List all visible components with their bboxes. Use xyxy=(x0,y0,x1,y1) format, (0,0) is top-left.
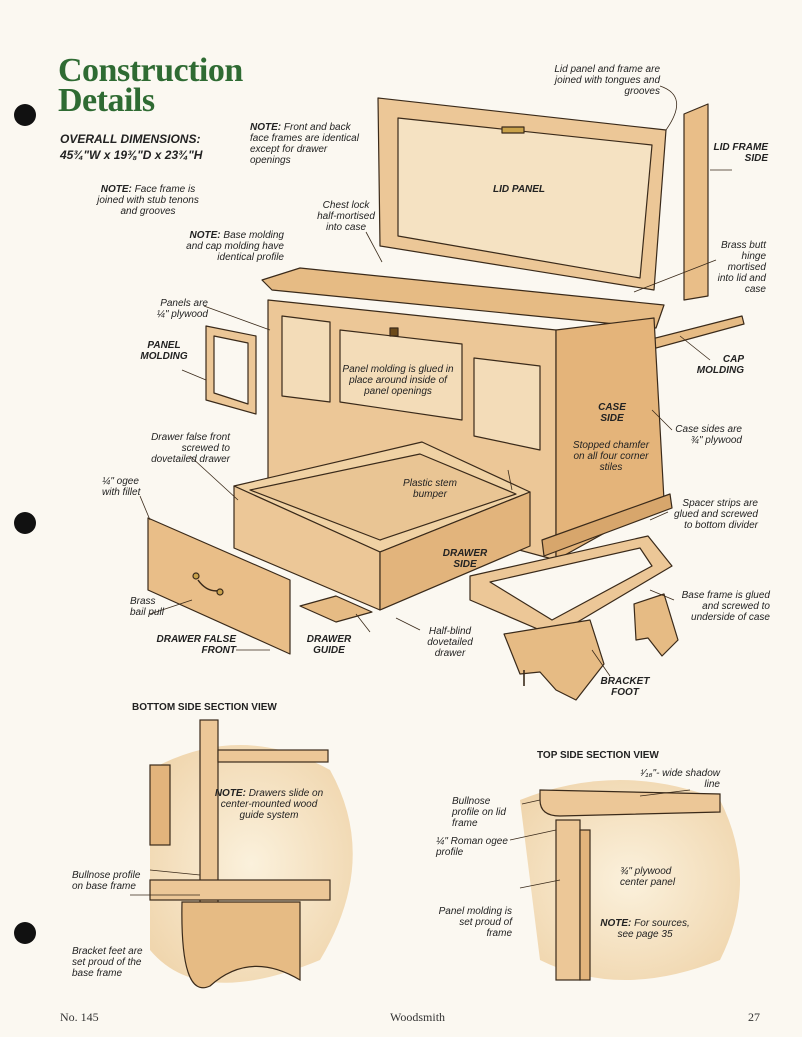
label-base-frame: Base frame is glued and screwed to under… xyxy=(681,590,770,623)
label-panel-molding-glued: Panel molding is glued in place around i… xyxy=(342,364,454,397)
title-line-1: Construction xyxy=(58,52,243,89)
cap-frame-shape xyxy=(261,267,665,329)
label-bullnose-lid: Bullnose profile on lid frame xyxy=(452,796,506,829)
top-section-shape xyxy=(520,780,740,981)
binder-hole xyxy=(14,512,36,534)
label-bullnose-base: Bullnose profile on base frame xyxy=(72,870,141,892)
label-spacer-strips: Spacer strips are glued and screwed to b… xyxy=(674,498,758,531)
label-ogee-fillet: ¼" ogee with fillet xyxy=(102,476,141,498)
binder-hole xyxy=(14,104,36,126)
note-face-frames: NOTE: Front and back face frames are ide… xyxy=(250,122,359,166)
bracket-foot-shape xyxy=(503,619,605,701)
label-plastic-stem: Plastic stem bumper xyxy=(403,478,457,500)
binder-hole xyxy=(14,922,36,944)
lid-panel-shape xyxy=(377,97,667,291)
page-title: Construction Details xyxy=(58,52,243,119)
drawer-guide-shape xyxy=(299,595,373,623)
label-half-blind: Half-blind dovetailed drawer xyxy=(427,626,473,659)
label-case-side: CASE SIDE xyxy=(598,402,626,424)
label-drawer-side: DRAWER SIDE xyxy=(442,548,488,570)
label-lid-panel-frame: Lid panel and frame are joined with tong… xyxy=(554,64,660,97)
label-panels-plywood: Panels are ¼" plywood xyxy=(156,298,208,320)
label-shadow-line: ¹⁄₁₆"- wide shadow line xyxy=(640,768,720,790)
dimensions-value: 45¾"W x 19⅜"D x 23¾"H xyxy=(60,148,203,162)
lid-frame-side-shape xyxy=(683,103,709,301)
label-brass-hinge: Brass butt hinge mortised into lid and c… xyxy=(717,240,766,295)
label-bracket-feet-proud: Bracket feet are set proud of the base f… xyxy=(72,946,143,979)
label-plywood-center: ¾" plywood center panel xyxy=(620,866,676,888)
note-sources: NOTE: For sources, see page 35 xyxy=(600,918,690,940)
label-stopped-chamfer: Stopped chamfer on all four corner stile… xyxy=(572,440,650,473)
label-drawer-false-front-screwed: Drawer false front screwed to dovetailed… xyxy=(151,432,230,465)
drawer-false-front-shape xyxy=(147,517,291,655)
section-title-top: TOP SIDE SECTION VIEW xyxy=(537,750,659,761)
section-title-bottom: BOTTOM SIDE SECTION VIEW xyxy=(132,702,277,713)
footer-issue: No. 145 xyxy=(60,1010,99,1024)
title-line-2: Details xyxy=(58,82,155,119)
note-drawers-slide: NOTE: Drawers slide on center-mounted wo… xyxy=(214,788,324,821)
label-cap-molding: CAP MOLDING xyxy=(696,354,744,376)
note-prefix: NOTE: xyxy=(250,122,282,133)
label-lid-frame-side: LID FRAME SIDE xyxy=(713,142,768,164)
label-panel-molding: PANEL MOLDING xyxy=(140,340,188,362)
footer-page: 27 xyxy=(748,1010,760,1024)
label-drawer-false-front: DRAWER FALSE FRONT xyxy=(156,634,236,656)
label-roman-ogee: ¼" Roman ogee profile xyxy=(436,836,508,858)
label-bracket-foot: BRACKET FOOT xyxy=(600,676,650,698)
footer-magazine: Woodsmith xyxy=(390,1010,446,1024)
label-panel-proud: Panel molding is set proud of frame xyxy=(438,906,512,939)
dimensions-heading: OVERALL DIMENSIONS: xyxy=(60,132,201,146)
note-base-molding: NOTE: Base molding and cap molding have … xyxy=(186,230,284,263)
note-face-frame-joint: NOTE: Face frame is joined with stub ten… xyxy=(97,184,199,217)
label-case-sides-plywood: Case sides are ¾" plywood xyxy=(675,424,742,446)
label-drawer-guide: DRAWER GUIDE xyxy=(306,634,352,656)
label-chest-lock: Chest lock half-mortised into case xyxy=(317,200,375,233)
label-lid-panel: LID PANEL xyxy=(493,184,546,195)
label-brass-bail: Brass bail pull xyxy=(130,596,164,618)
bottom-section-shape xyxy=(149,719,353,989)
panel-molding-shape xyxy=(205,325,257,415)
